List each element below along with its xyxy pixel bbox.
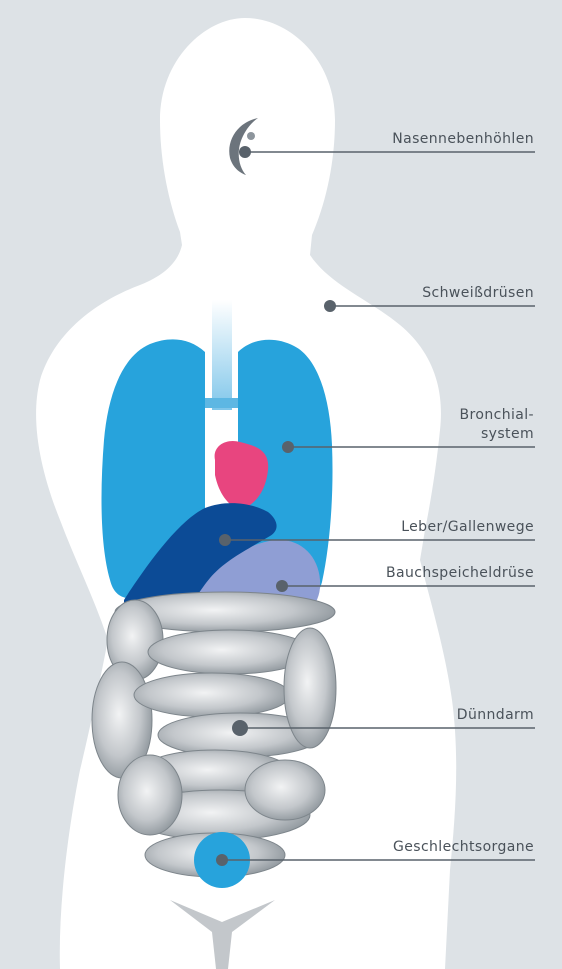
label-bronchial-line1: Bronchial-: [460, 406, 534, 425]
label-sinus: Nasennebenhöhlen: [392, 130, 534, 149]
label-liver: Leber/Gallenwege: [401, 518, 534, 537]
label-pancreas: Bauchspeicheldrüse: [386, 564, 534, 583]
label-bronchial-line2: system: [481, 425, 534, 444]
label-sweat-glands: Schweißdrüsen: [422, 284, 534, 303]
label-genital-organs: Geschlechtsorgane: [393, 838, 534, 857]
label-small-intestine: Dünndarm: [457, 706, 534, 725]
